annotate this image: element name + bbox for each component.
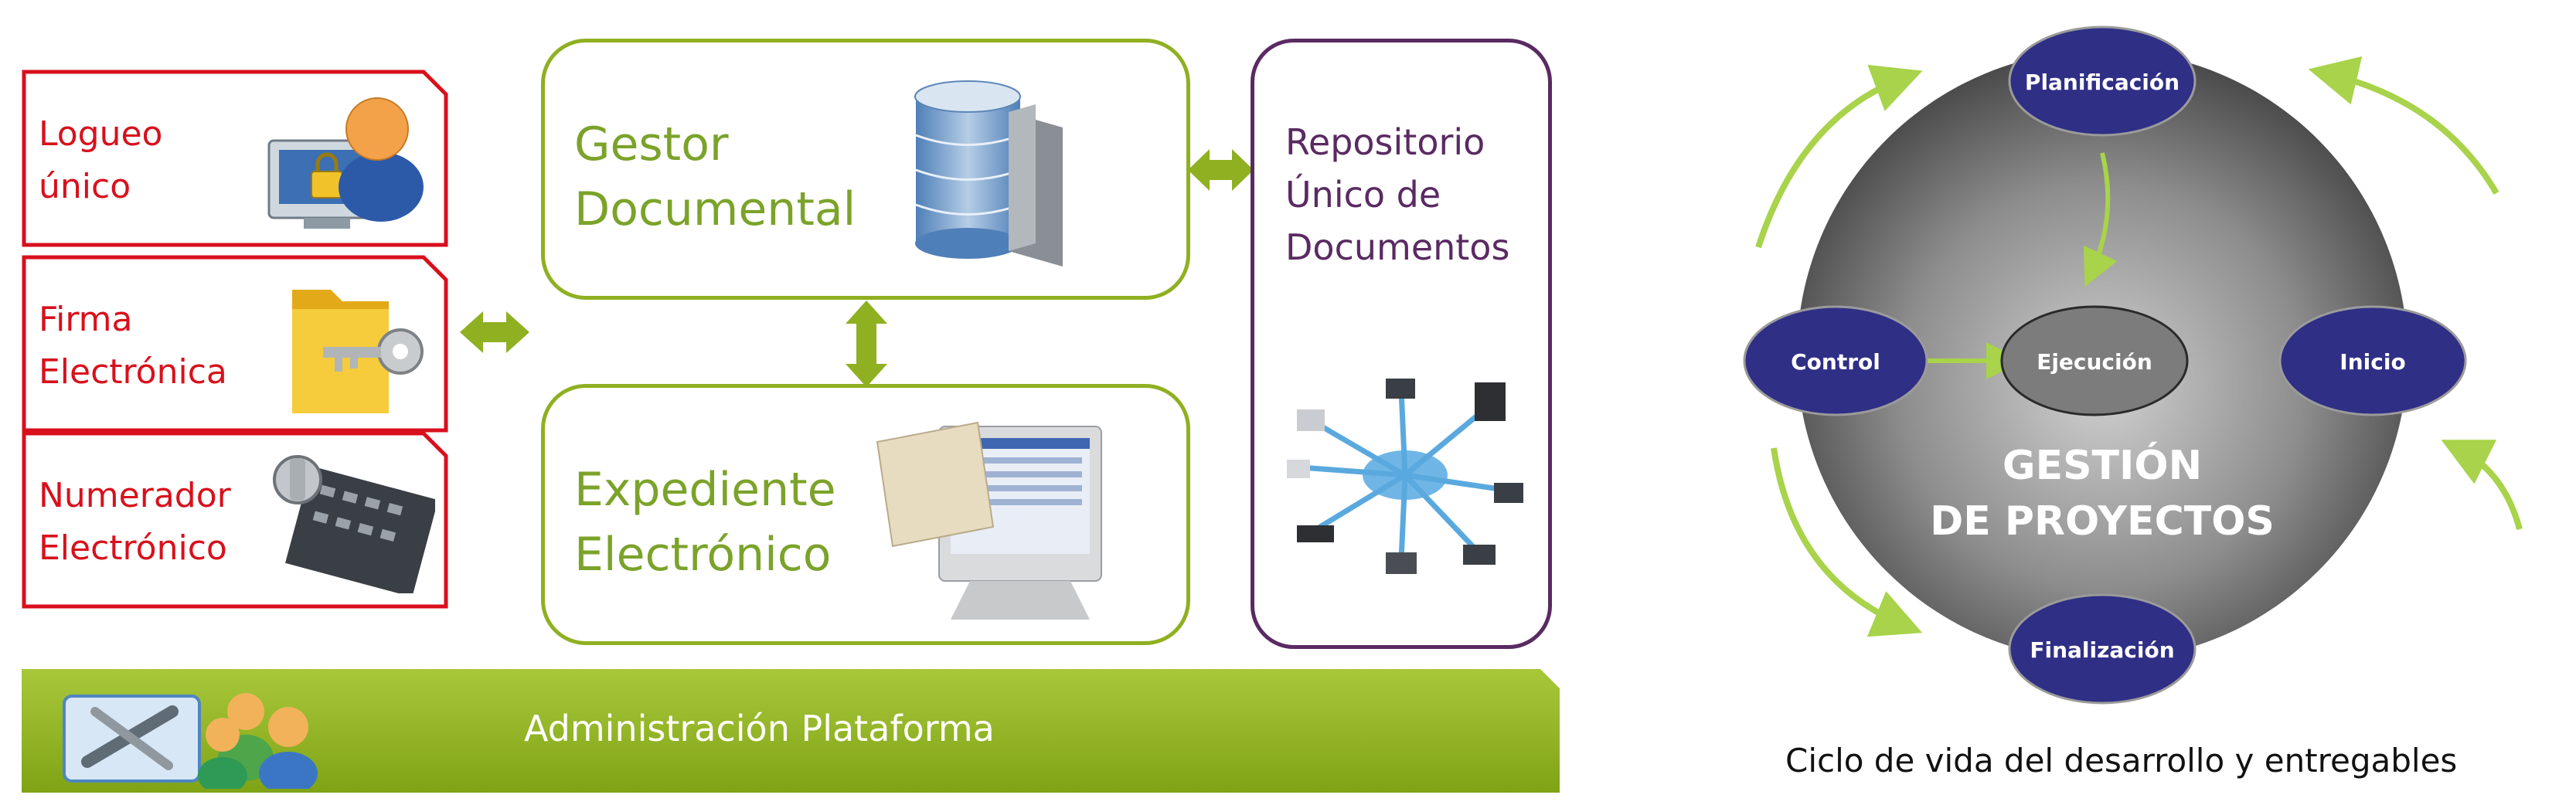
node-control[interactable]: Control (1743, 305, 1928, 416)
folder-key-icon (292, 290, 424, 413)
expediente-electronico-box[interactable]: Expediente Electrónico (541, 384, 1190, 645)
center-title-line1: GESTIÓN (2003, 441, 2202, 489)
network-cloud-icon (1287, 379, 1523, 574)
arrow-planificacion-ejecucion (2083, 152, 2118, 287)
cycle-arrow-right (2441, 440, 2523, 531)
tools-users-icon (63, 693, 318, 789)
module-label: Numerador Electrónico (39, 476, 231, 568)
node-inicio[interactable]: Inicio (2278, 305, 2467, 416)
node-label-ejecucion: Ejecución (2037, 349, 2152, 375)
diagram-caption: Ciclo de vida del desarrollo y entregabl… (1785, 742, 2458, 780)
double-arrow-vertical (846, 301, 887, 387)
expediente-label: Expediente Electrónico (574, 463, 836, 582)
module-numerador[interactable]: Numerador Electrónico (22, 431, 448, 609)
node-finalizacion[interactable]: Finalización (2008, 593, 2197, 705)
database-icon (914, 80, 1063, 267)
module-label: Logueo único (39, 114, 163, 206)
center-title-line2: DE PROYECTOS (1930, 498, 2275, 545)
admin-plataforma-bar[interactable]: Administración Plataforma (22, 669, 1560, 793)
admin-bar-shape (22, 669, 1560, 793)
repositorio-label: Repositorio Único de Documentos (1285, 121, 1510, 268)
node-label-finalizacion: Finalización (2030, 637, 2174, 663)
repositorio-box[interactable]: Repositorio Único de Documentos (1251, 39, 1552, 649)
cycle-arrow-topright (2308, 56, 2499, 195)
gestor-documental-box[interactable]: Gestor Documental (541, 39, 1190, 300)
cycle-arrow-topleft (1755, 64, 1923, 249)
user-lock-icon (267, 97, 424, 229)
node-ejecucion[interactable]: Ejecución (2000, 305, 2189, 416)
admin-label: Administración Plataforma (524, 708, 995, 749)
project-cycle-diagram: Planificación Control Ejecución Inicio F… (1743, 25, 2523, 705)
module-logueo[interactable]: Logueo único (22, 70, 448, 247)
module-label: Firma Electrónica (39, 300, 227, 392)
stamp-icon (273, 455, 435, 593)
node-label-inicio: Inicio (2339, 349, 2405, 375)
double-arrow-horizontal (1188, 149, 1254, 191)
cycle-arrow-bottomleft (1771, 447, 1923, 637)
module-firma[interactable]: Firma Electrónica (22, 255, 448, 433)
node-label-planificacion: Planificación (2025, 70, 2180, 95)
double-arrow-horizontal (460, 311, 529, 353)
gestor-label: Gestor Documental (574, 117, 856, 236)
node-label-control: Control (1791, 349, 1880, 375)
node-planificacion[interactable]: Planificación (2008, 25, 2197, 137)
monitor-icon (876, 421, 1102, 620)
